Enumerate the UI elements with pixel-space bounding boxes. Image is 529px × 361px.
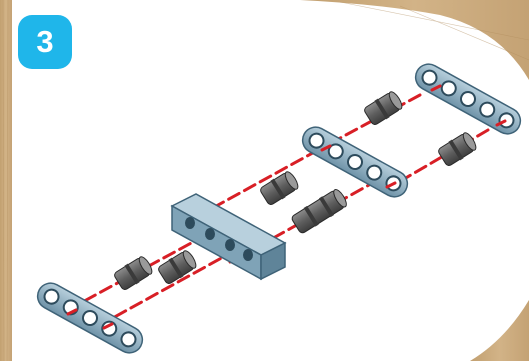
step-number-badge: 3 [18,15,72,69]
beam-5-hole-icon [414,63,522,135]
connector-peg-icon [438,132,477,166]
connector-peg-icon [158,250,197,284]
assembly-guide-lines [62,93,490,327]
beam-5-hole-icon [301,126,409,198]
wood-bottom-right-corner [470,300,529,361]
square-beam-icon [170,193,287,281]
guide-line [98,248,238,327]
wood-top-right-corner [300,0,529,80]
guide-line [198,148,320,217]
connector-peg-icon [364,91,403,125]
beam-5-hole-icon [36,282,144,354]
connector-peg-icon [260,171,299,205]
connector-peg-icon [114,256,153,290]
long-connector-peg-icon [291,188,347,234]
